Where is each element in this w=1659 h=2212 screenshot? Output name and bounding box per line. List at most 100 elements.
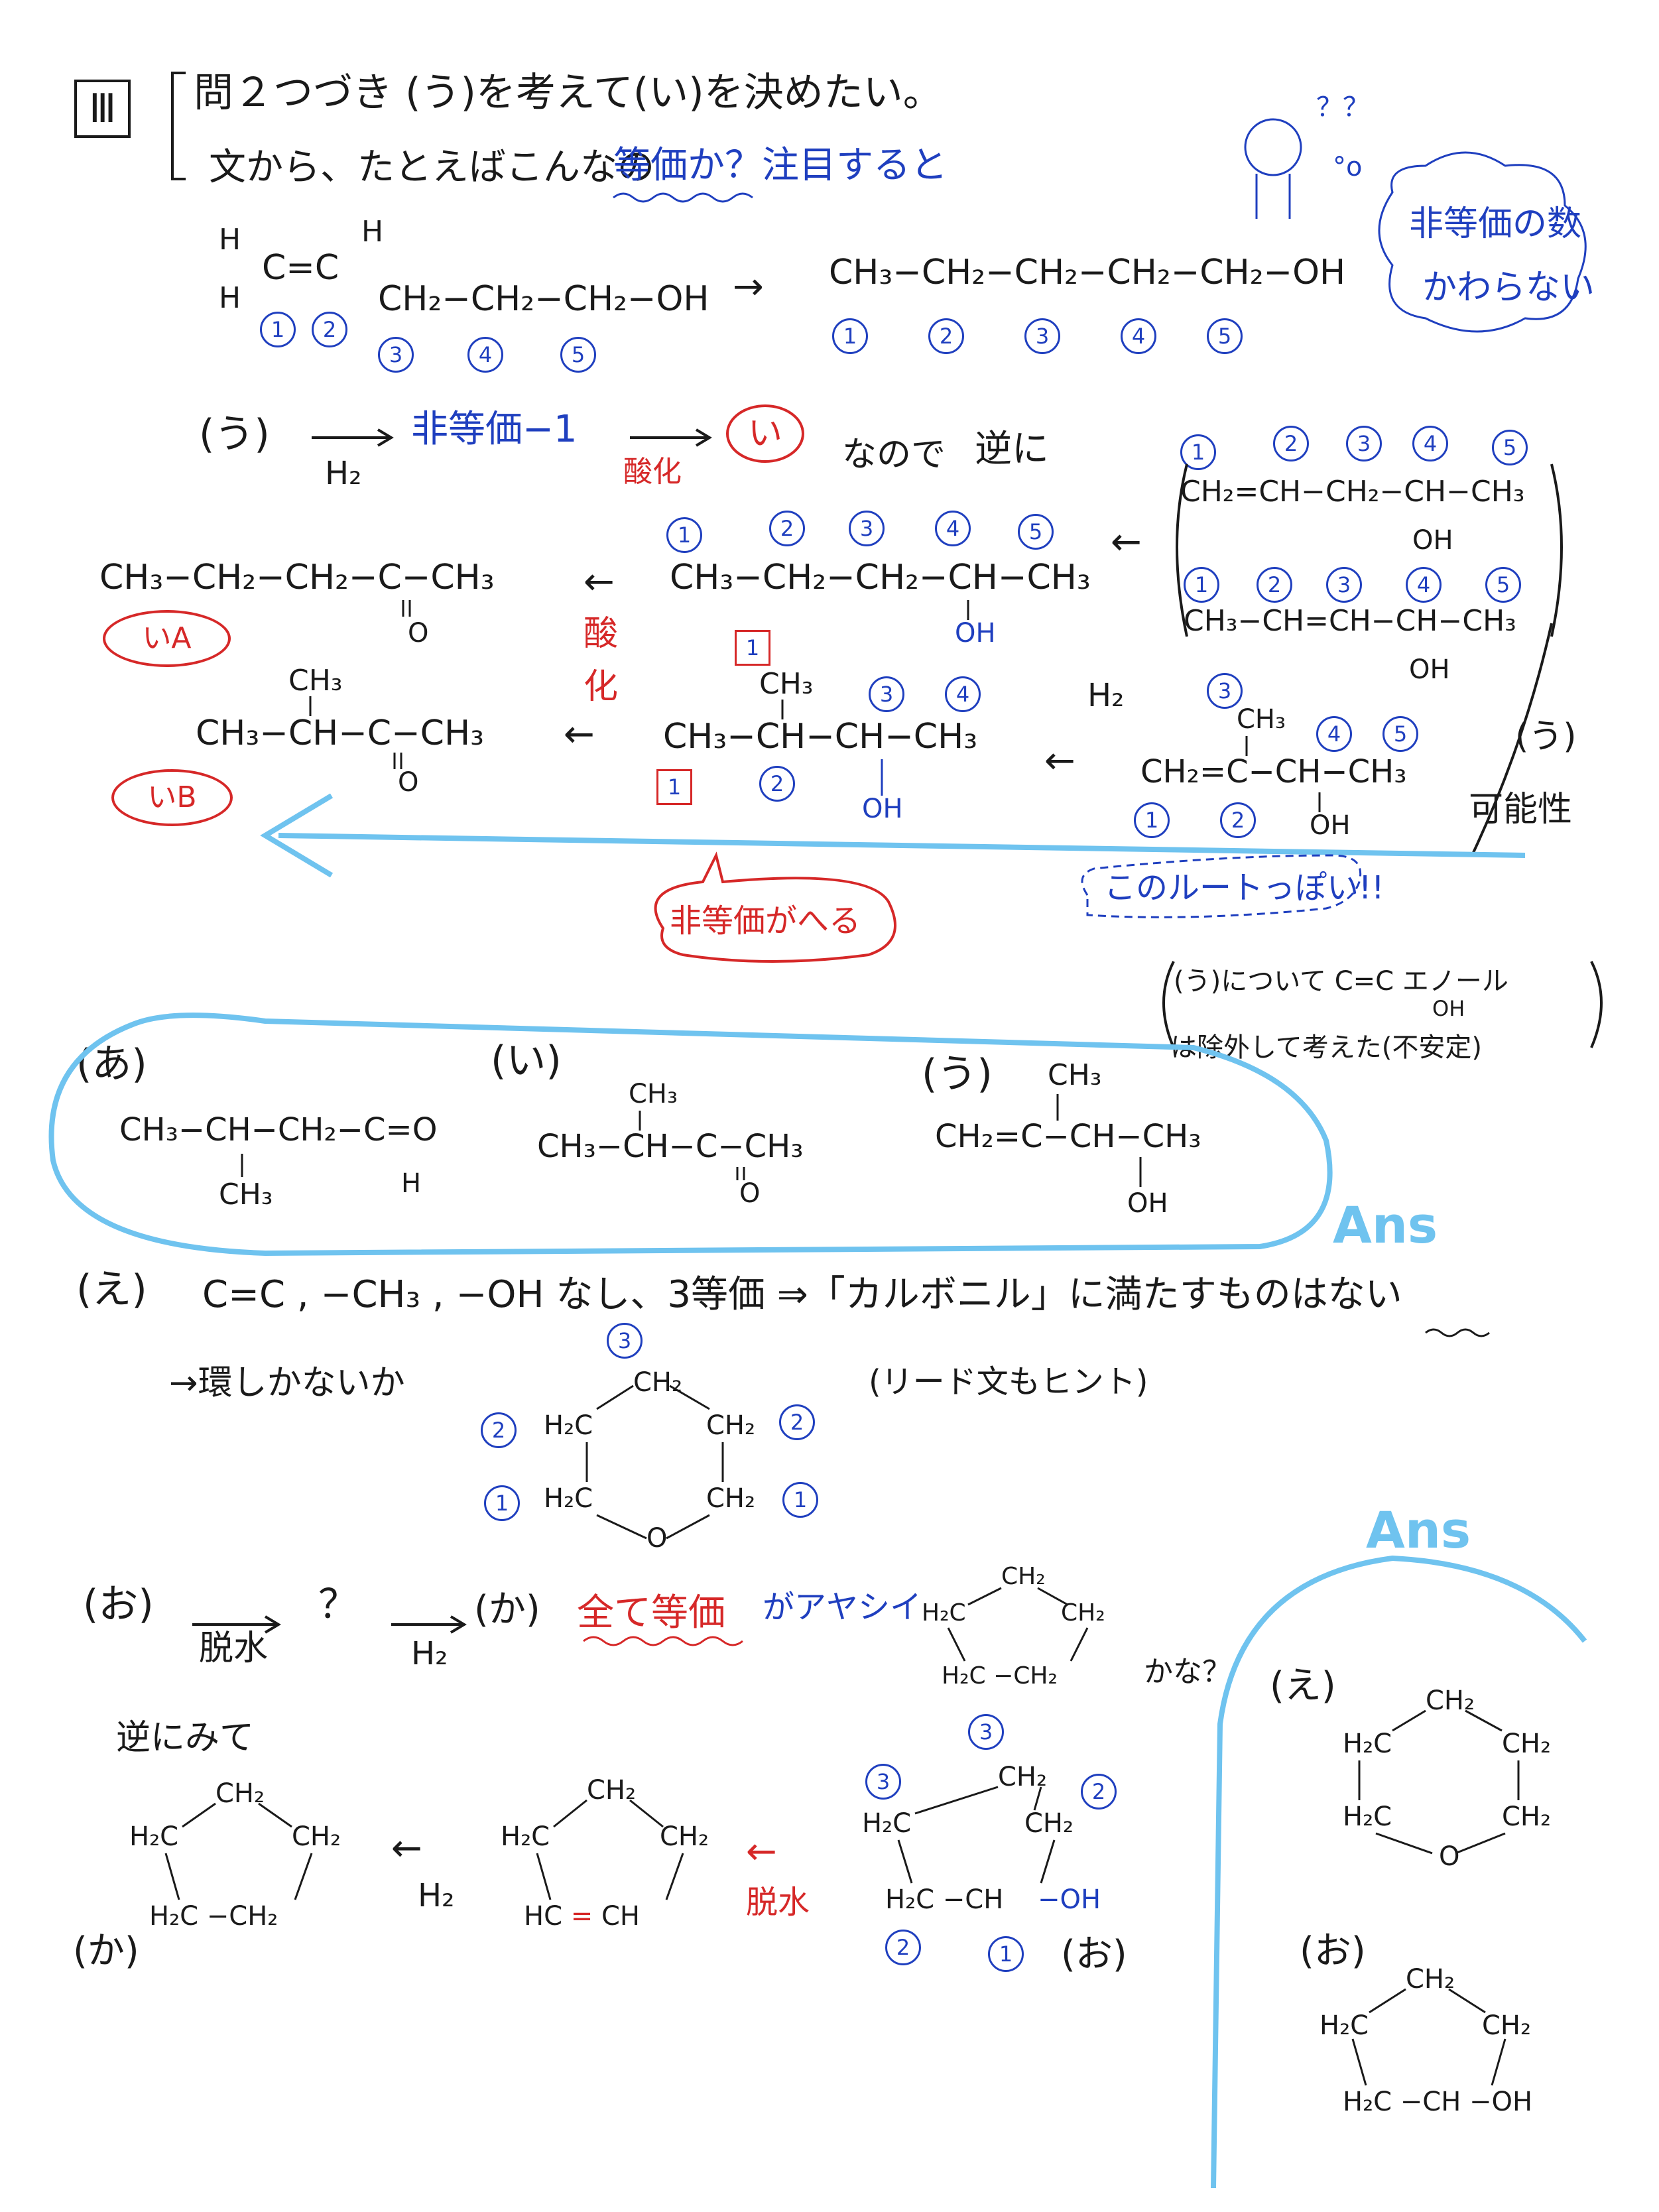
header-line2a: 文から、たとえばこんなの — [209, 146, 654, 189]
oxidation-label: 酸化 — [623, 455, 682, 489]
top-h3: H — [219, 281, 241, 315]
cyclopentanol-top: CH₂ — [998, 1762, 1048, 1792]
ans-u-label: (う) — [922, 1051, 993, 1097]
ayashii: がアヤシイ — [763, 1589, 922, 1626]
iA-circle: いA — [103, 610, 231, 667]
ans-a-sub2: H — [401, 1168, 422, 1199]
cyclopentene-bottom: HC = CH — [524, 1901, 640, 1932]
alcoholA-oh: OH — [955, 618, 996, 648]
e-label: (え) — [76, 1266, 147, 1313]
right-e-ring-l1: H₂C — [1343, 1729, 1392, 1759]
middle-h2: H₂ — [1087, 677, 1125, 714]
num-circle: 5 — [1207, 318, 1243, 354]
e-ring-l1: H₂C — [544, 1410, 593, 1441]
num-circle: 2 — [928, 318, 964, 354]
e-text: C=C , −CH₃ , −OH なし、3等価 ⇒「カルボニル」に満たすものはな… — [202, 1273, 1402, 1316]
header-line1: 問２つづき (う)を考えて(い)を決めたい。 — [194, 70, 943, 116]
top-right-chain: CH₃−CH₂−CH₂−CH₂−CH₂−OH — [829, 253, 1346, 292]
num-circle: 5 — [1492, 430, 1528, 465]
leftarrow-1: ← — [584, 560, 615, 603]
num-circle: 3 — [1326, 567, 1362, 603]
cyclopentane-l1: H₂C — [129, 1821, 179, 1852]
num-circle: 2 — [481, 1412, 517, 1448]
num-circle: 2 — [1081, 1774, 1117, 1810]
num-circle: 3 — [607, 1323, 643, 1359]
enol-oh: OH — [1310, 810, 1351, 841]
nonequiv-decrease: 非等価がへる — [670, 902, 861, 940]
alcoholB-oh: OH — [862, 794, 903, 824]
candidate1-oh: OH — [1412, 525, 1453, 556]
right-e-ring-r2: CH₂ — [1502, 1802, 1552, 1832]
note-line1: (う)について C=C エノール — [1174, 966, 1508, 997]
cyclopentene-r1: CH₂ — [660, 1821, 709, 1852]
o-h2: H₂ — [411, 1635, 448, 1672]
u-label: (う) — [199, 411, 270, 458]
ans-i-label: (い) — [491, 1038, 562, 1084]
num-circle: 1 — [1180, 434, 1216, 470]
num-circle: 4 — [935, 511, 971, 546]
top-cc: C=C — [262, 248, 339, 288]
right-o-ring-top: CH₂ — [1406, 1964, 1455, 1995]
ketoneA-formula: CH₃−CH₂−CH₂−C−CH₃ — [99, 558, 495, 597]
e-ring-l2: H₂C — [544, 1483, 593, 1514]
top-h1: H — [219, 223, 241, 257]
num-circle: 5 — [560, 337, 596, 373]
question-marks: ？？ — [1316, 92, 1369, 123]
right-o-ring-l1: H₂C — [1320, 2010, 1369, 2041]
note-oh: OH — [1432, 996, 1465, 1021]
o-bottom-label: (お) — [1061, 1933, 1127, 1976]
num-circle: 4 — [1412, 426, 1448, 461]
ans-a-sub1: CH₃ — [219, 1178, 273, 1211]
cyclopentene-top: CH₂ — [587, 1775, 637, 1806]
num-circle: 1 — [832, 318, 868, 354]
num-circle: 3 — [968, 1714, 1004, 1750]
thought-bubble-line2: かわらない — [1422, 268, 1595, 308]
sanka-2: 化 — [584, 667, 619, 707]
ans-u-top: CH₃ — [1048, 1058, 1102, 1092]
num-circle: 2 — [759, 766, 795, 802]
num-circle: 2 — [312, 312, 347, 347]
num-circle: 2 — [1257, 567, 1292, 603]
e-hint: (リード文もヒント) — [869, 1363, 1148, 1400]
num-circle: 3 — [1346, 426, 1382, 461]
ans-i-o: O — [739, 1178, 761, 1209]
ans-u-oh: OH — [1127, 1188, 1168, 1219]
alcoholA-formula: CH₃−CH₂−CH₂−CH−CH₃ — [670, 558, 1091, 597]
candidate2-oh: OH — [1409, 654, 1450, 685]
num-circle: 1 — [988, 1936, 1024, 1972]
num-circle: 3 — [865, 1764, 901, 1800]
kanousei-label: 可能性 — [1469, 790, 1573, 830]
u-possible-label: (う) — [1515, 717, 1577, 757]
num-circle: 3 — [849, 511, 885, 546]
num-circle: 1 — [484, 1485, 520, 1521]
ka-ring-top: CH₂ — [1001, 1563, 1046, 1590]
ans-i-formula: CH₃−CH−C−CH₃ — [537, 1128, 804, 1165]
num-circle: 1 — [1134, 802, 1170, 838]
num-circle: 3 — [378, 337, 414, 373]
right-o-ring-bottom: H₂C −CH −OH — [1343, 2087, 1533, 2117]
o-question: ？ — [318, 1581, 358, 1628]
enol-formula: CH₂=C−CH−CH₃ — [1140, 753, 1407, 790]
u-h2: H₂ — [325, 455, 362, 492]
num-circle: 4 — [1316, 716, 1352, 752]
cyclopentane-top: CH₂ — [215, 1778, 265, 1809]
header-line2b: 等価か？注目すると — [613, 144, 948, 187]
e-ring-o: O — [646, 1523, 668, 1554]
num-circle: 1 — [260, 312, 296, 347]
top-h2: H — [361, 215, 384, 249]
top-arrow: → — [733, 265, 764, 308]
e-ring-question: →環しかないか — [169, 1363, 405, 1403]
o-label: (お) — [83, 1581, 154, 1628]
num-circle: 4 — [1406, 567, 1442, 603]
leftarrow-5: ← — [391, 1827, 422, 1870]
alcoholB-top: CH₃ — [759, 667, 814, 701]
bottom-h2: H₂ — [418, 1877, 455, 1914]
ka-ring-r1: CH₂ — [1061, 1599, 1105, 1627]
num-circle: 3 — [1207, 673, 1243, 709]
o-dassui: 脱水 — [199, 1628, 269, 1668]
thought-bubble-line1: 非等価の数 — [1409, 204, 1582, 244]
cyclopentane-bottom: H₂C −CH₂ — [149, 1901, 278, 1932]
num-circle: 4 — [467, 337, 503, 373]
thought-dots: °o — [1333, 152, 1363, 182]
